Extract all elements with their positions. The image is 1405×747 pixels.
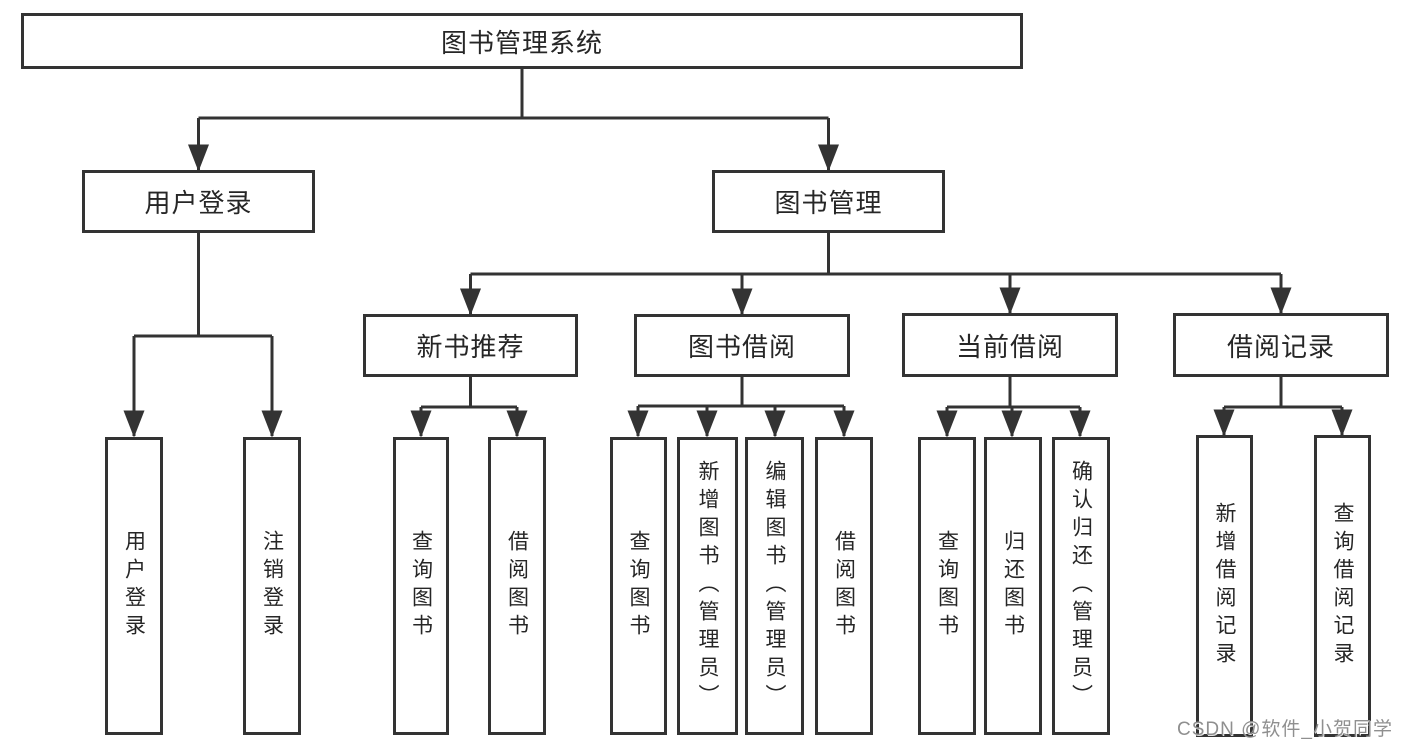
node-new-book-recommend: 新书推荐: [363, 314, 578, 377]
node-user-login: 用户登录: [82, 170, 315, 233]
leaf-br-query-record: 查询借阅记录: [1314, 435, 1371, 737]
leaf-br-query-record-label: 查询借阅记录: [1331, 502, 1354, 670]
leaf-bb-edit-books-admin: 编辑图书（管理员）: [745, 437, 804, 735]
node-current-borrowing: 当前借阅: [902, 313, 1118, 377]
csdn-watermark: CSDN @软件_小贺同学: [1177, 719, 1393, 740]
leaf-user-login-label: 用户登录: [122, 530, 146, 642]
leaf-nbr-query-books: 查询图书: [393, 437, 449, 735]
arrows-book-borrowing: [627, 406, 855, 438]
spine-book-management: [470, 233, 1281, 276]
arrows-level3: [460, 274, 1292, 316]
leaf-br-add-record-label: 新增借阅记录: [1213, 502, 1236, 670]
arrows-current-borrowing: [936, 407, 1091, 438]
arrows-user-login: [123, 336, 283, 438]
leaf-logout-label: 注销登录: [260, 530, 284, 642]
leaf-bb-borrow-books-label: 借阅图书: [832, 530, 856, 642]
leaf-user-login: 用户登录: [105, 437, 163, 735]
leaf-cb-confirm-return-admin-label: 确认归还（管理员）: [1069, 460, 1093, 712]
leaf-cb-query-books-label: 查询图书: [935, 530, 959, 642]
arrows-borrowing-records: [1213, 407, 1353, 437]
leaf-logout: 注销登录: [243, 437, 301, 735]
node-book-management: 图书管理: [712, 170, 945, 233]
spine-book-borrowing: [638, 377, 844, 408]
node-root: 图书管理系统: [21, 13, 1023, 69]
arrows-level2: [188, 118, 839, 172]
spine-current-borrowing: [947, 377, 1080, 409]
leaf-cb-query-books: 查询图书: [918, 437, 976, 735]
leaf-bb-edit-books-admin-label: 编辑图书（管理员）: [763, 460, 786, 712]
spine-user-login: [134, 233, 272, 338]
node-borrowing-records: 借阅记录: [1173, 313, 1389, 377]
leaf-cb-return-books-label: 归还图书: [1001, 530, 1025, 642]
leaf-bb-borrow-books: 借阅图书: [815, 437, 873, 735]
spine-root: [198, 69, 829, 120]
arrows-new-book-recommend: [410, 407, 528, 438]
leaf-bb-add-books-admin: 新增图书（管理员）: [677, 437, 738, 735]
spine-new-book-recommend: [421, 377, 517, 409]
node-book-borrowing: 图书借阅: [634, 314, 850, 377]
spine-borrowing-records: [1224, 377, 1342, 409]
leaf-bb-query-books: 查询图书: [610, 437, 667, 735]
leaf-nbr-borrow-books-label: 借阅图书: [505, 530, 529, 642]
leaf-br-add-record: 新增借阅记录: [1196, 435, 1253, 737]
leaf-nbr-borrow-books: 借阅图书: [488, 437, 546, 735]
leaf-bb-query-books-label: 查询图书: [627, 530, 650, 642]
leaf-bb-add-books-admin-label: 新增图书（管理员）: [696, 460, 719, 712]
leaf-nbr-query-books-label: 查询图书: [409, 530, 433, 642]
leaf-cb-return-books: 归还图书: [984, 437, 1042, 735]
leaf-cb-confirm-return-admin: 确认归还（管理员）: [1052, 437, 1110, 735]
